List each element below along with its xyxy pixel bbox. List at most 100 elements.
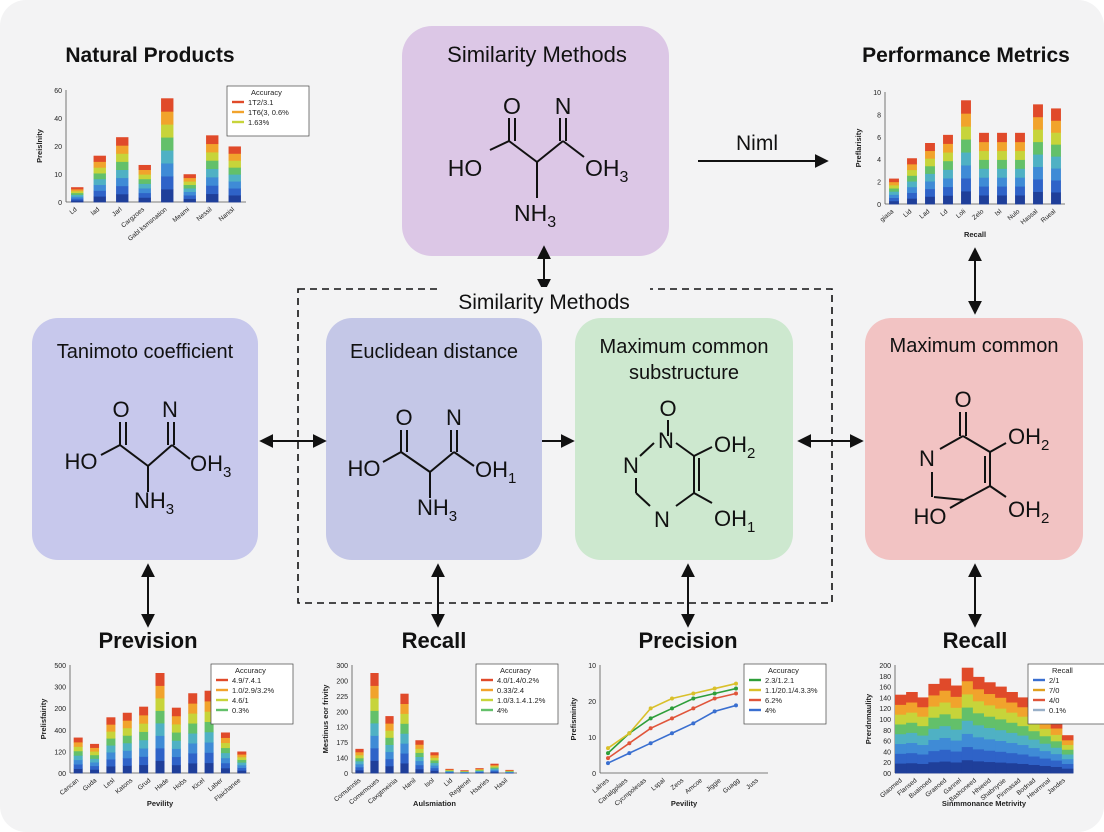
area-column-seg [939, 749, 952, 762]
area-column-seg [972, 700, 985, 714]
bar-seg [71, 187, 84, 190]
atom-hetero: N [446, 405, 462, 430]
y-tick-label: 300 [54, 685, 66, 692]
title-performance-metrics: Performance Metrics [862, 44, 1070, 67]
y-tick-label: 225 [336, 694, 348, 701]
bar-seg [475, 769, 484, 771]
bar-seg [1015, 132, 1025, 143]
area-column-seg [895, 714, 907, 725]
area-column-seg [1061, 739, 1074, 746]
bar-seg [385, 765, 394, 774]
x-tick-label: lad [90, 206, 101, 217]
area-column-seg [984, 761, 996, 774]
bar-seg [206, 193, 219, 203]
bar-seg [1051, 108, 1061, 121]
area-column-seg [1061, 735, 1074, 741]
area-column-seg [939, 702, 952, 715]
bar-seg [138, 188, 151, 194]
bar-seg [228, 167, 241, 175]
bar-seg [925, 165, 935, 174]
area-column-seg [917, 735, 929, 746]
data-point [648, 716, 653, 721]
legend-box [475, 663, 559, 725]
bar-seg [1033, 154, 1043, 168]
bar-seg [490, 766, 499, 768]
card-tanimoto [32, 318, 258, 560]
y-tick-label: 20 [883, 760, 891, 767]
bar-seg [490, 763, 499, 766]
bar-seg [71, 189, 84, 192]
area-column [961, 667, 974, 774]
bar-seg [979, 195, 989, 205]
y-tick-label: 200 [336, 678, 348, 685]
area-column-seg [906, 732, 918, 744]
bar-seg [415, 752, 424, 758]
bar-seg [355, 754, 364, 759]
bar [237, 751, 247, 774]
bar-seg [385, 737, 394, 745]
bar-seg [139, 748, 149, 757]
legend-entry: 6.2% [765, 696, 782, 705]
bar [475, 768, 484, 774]
atom-n: N [919, 446, 935, 471]
bar-seg [1033, 191, 1043, 205]
bar [73, 737, 83, 774]
bar-seg [1015, 177, 1025, 187]
bar-seg [505, 769, 514, 771]
bar-seg [204, 701, 214, 712]
bar-seg [415, 744, 424, 749]
area-column [928, 683, 940, 774]
bar-seg [204, 690, 214, 702]
area-column-seg [1006, 722, 1018, 733]
bar-seg [73, 741, 83, 747]
area-column-seg [1061, 744, 1074, 750]
y-tick-label: 120 [336, 725, 348, 732]
x-tick-label: Nessil [195, 206, 213, 223]
area-column-seg [1039, 765, 1052, 774]
y-tick-label: 500 [54, 663, 66, 670]
x-tick-label: Jarl [111, 206, 124, 218]
area-column-seg [1017, 754, 1029, 764]
bar-seg [961, 165, 971, 179]
bar-seg [400, 703, 409, 714]
bar-seg [1015, 195, 1025, 205]
bar-seg [206, 168, 219, 178]
bar-seg [400, 763, 409, 774]
bar-seg [206, 177, 219, 186]
bar-seg [188, 693, 198, 704]
bar-seg [90, 754, 100, 759]
bar [979, 132, 989, 205]
atom-ho: HO [348, 456, 381, 481]
bar-seg [1015, 168, 1025, 178]
data-point [670, 716, 674, 721]
bar-seg [1051, 156, 1061, 169]
x-tick-label: Juss [745, 777, 760, 791]
area-column-seg [961, 733, 974, 748]
bar-seg [237, 770, 247, 774]
x-axis-label: Pevility [147, 799, 174, 808]
area-column-seg [1039, 735, 1052, 744]
bar [206, 135, 219, 203]
bar-seg [237, 762, 247, 766]
bar-seg [228, 153, 241, 161]
bar-seg [355, 757, 364, 762]
bar-seg [889, 194, 899, 199]
bar-seg [445, 769, 454, 771]
bar-seg [106, 745, 116, 753]
bar-seg [385, 723, 394, 731]
bar-seg [90, 743, 100, 748]
area-column-seg [906, 762, 918, 774]
y-tick-label: 10 [54, 172, 62, 179]
area-column-seg [928, 739, 940, 752]
bar-seg [889, 197, 899, 202]
bar-seg [161, 111, 174, 125]
bar-seg [90, 762, 100, 767]
bar-seg [93, 155, 106, 162]
x-tick-label: Katons [114, 777, 135, 796]
bar-seg [943, 195, 953, 205]
area-column-seg [928, 706, 940, 718]
bar [106, 717, 116, 774]
bar-seg [73, 764, 83, 769]
bar-seg [155, 710, 165, 724]
